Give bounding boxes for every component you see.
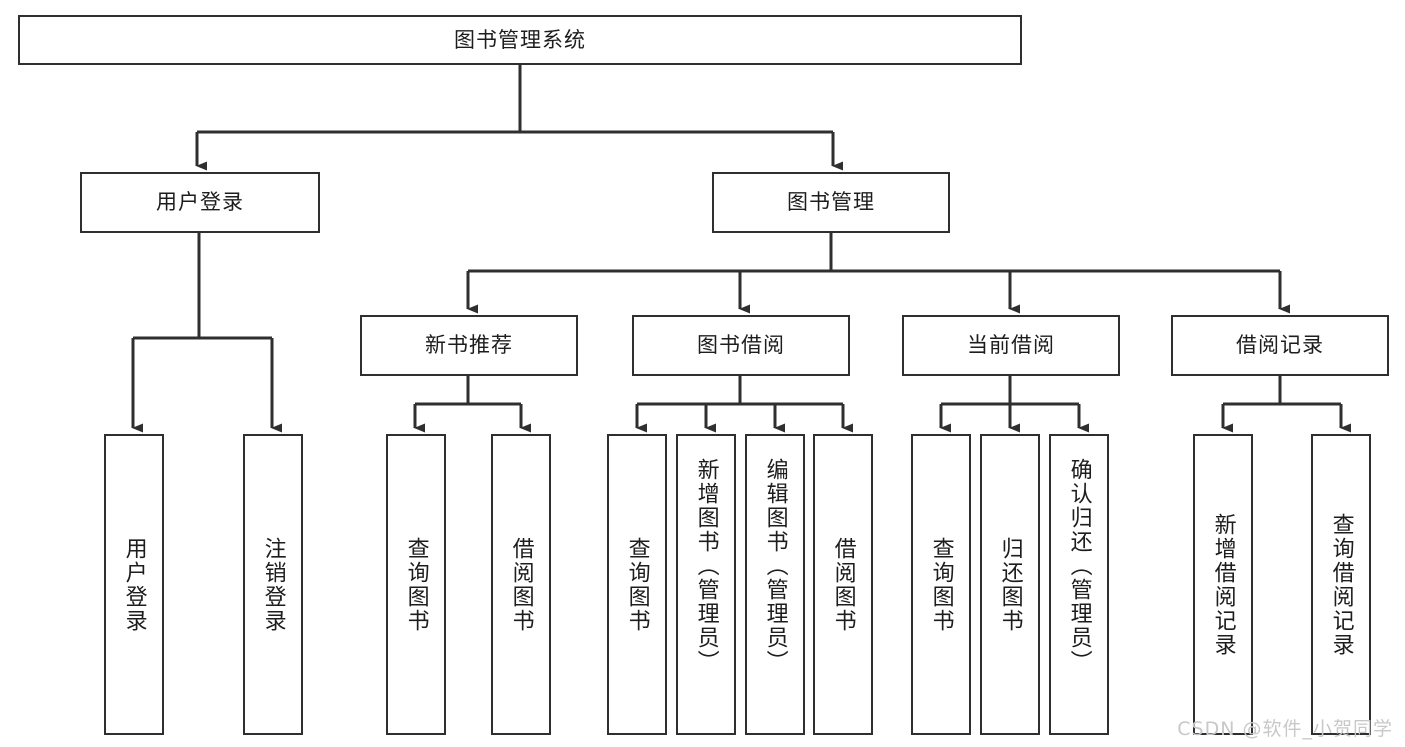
node-label: 借阅图书 [830, 536, 856, 633]
node-label: 借阅图书 [508, 536, 534, 633]
node-book-management-system[interactable]: 图书管理系统 [18, 15, 1022, 65]
node-leaf-query-book-3[interactable]: 查询图书 [911, 434, 971, 735]
node-label: 图书管理系统 [454, 27, 586, 52]
node-label: 用户登录 [121, 536, 147, 633]
node-new-book-recommend[interactable]: 新书推荐 [360, 315, 578, 376]
node-leaf-query-book-1[interactable]: 查询图书 [386, 434, 446, 735]
node-book-manage[interactable]: 图书管理 [712, 172, 950, 233]
node-label: 查询图书 [624, 536, 650, 633]
node-label: 编辑图书（管理员） [762, 458, 788, 674]
node-current-borrow[interactable]: 当前借阅 [902, 315, 1120, 376]
node-label: 图书管理 [787, 190, 875, 214]
node-leaf-add-borrow-record[interactable]: 新增借阅记录 [1193, 434, 1253, 735]
node-label: 查询图书 [928, 536, 954, 633]
node-label: 归还图书 [997, 536, 1023, 633]
node-label: 注销登录 [260, 536, 286, 633]
node-leaf-user-login[interactable]: 用户登录 [104, 434, 164, 735]
node-book-borrow[interactable]: 图书借阅 [632, 315, 850, 376]
node-leaf-query-borrow-record[interactable]: 查询借阅记录 [1311, 434, 1371, 735]
node-label: 查询图书 [403, 536, 429, 633]
node-leaf-user-logout[interactable]: 注销登录 [243, 434, 303, 735]
node-label: 查询借阅记录 [1328, 512, 1354, 657]
node-leaf-borrow-book-1[interactable]: 借阅图书 [491, 434, 551, 735]
node-leaf-edit-book[interactable]: 编辑图书（管理员） [745, 434, 805, 735]
node-borrow-record[interactable]: 借阅记录 [1171, 315, 1389, 376]
node-leaf-return-book[interactable]: 归还图书 [980, 434, 1040, 735]
node-label: 借阅记录 [1236, 333, 1324, 357]
node-leaf-borrow-book-2[interactable]: 借阅图书 [813, 434, 873, 735]
csdn-watermark: CSDN @软件_小贺同学 [1177, 718, 1393, 740]
node-leaf-query-book-2[interactable]: 查询图书 [607, 434, 667, 735]
node-label: 用户登录 [156, 190, 244, 214]
node-label: 新增图书（管理员） [693, 458, 719, 674]
node-leaf-confirm-return[interactable]: 确认归还（管理员） [1049, 434, 1109, 735]
node-label: 图书借阅 [697, 333, 785, 357]
node-label: 确认归还（管理员） [1066, 458, 1092, 674]
node-label: 新增借阅记录 [1210, 512, 1236, 657]
node-label: 新书推荐 [425, 333, 513, 357]
node-leaf-add-book[interactable]: 新增图书（管理员） [676, 434, 736, 735]
node-user-login[interactable]: 用户登录 [80, 172, 320, 233]
node-label: 当前借阅 [967, 333, 1055, 357]
